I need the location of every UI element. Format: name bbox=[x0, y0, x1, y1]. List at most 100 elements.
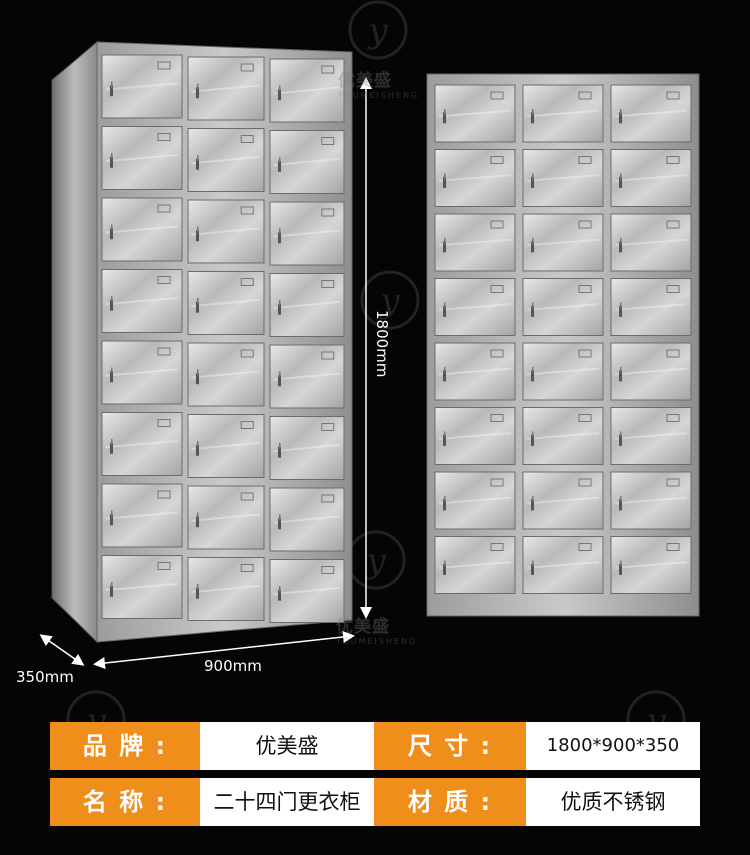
watermark-sub-text: YOUMEISHENG bbox=[338, 91, 420, 100]
number-tag-icon bbox=[578, 156, 592, 164]
lock-icon bbox=[531, 112, 534, 124]
locker-door bbox=[101, 555, 183, 619]
key-icon bbox=[279, 299, 281, 306]
door-sheen bbox=[105, 153, 179, 163]
locker-door bbox=[434, 471, 516, 530]
lock-icon bbox=[110, 299, 113, 311]
key-icon bbox=[197, 83, 199, 90]
number-tag-icon bbox=[240, 421, 254, 429]
lock-icon bbox=[443, 241, 446, 253]
door-sheen bbox=[105, 439, 179, 449]
door-sheen bbox=[438, 109, 512, 118]
lock-icon bbox=[443, 370, 446, 382]
lock-icon bbox=[278, 446, 281, 458]
key-icon bbox=[197, 440, 199, 447]
key-icon bbox=[444, 366, 446, 373]
lock-icon bbox=[196, 158, 199, 170]
key-icon bbox=[620, 302, 622, 309]
door-sheen bbox=[105, 582, 179, 592]
locker-door bbox=[101, 54, 183, 119]
key-icon bbox=[279, 442, 281, 449]
lock-icon bbox=[619, 434, 622, 446]
locker-door bbox=[434, 278, 516, 336]
lock-icon bbox=[619, 563, 622, 575]
lock-icon bbox=[443, 563, 446, 575]
locker-door bbox=[522, 84, 604, 143]
key-icon bbox=[532, 302, 534, 309]
key-icon bbox=[444, 431, 446, 438]
lock-icon bbox=[278, 160, 281, 172]
lock-icon bbox=[531, 434, 534, 446]
number-tag-icon bbox=[666, 543, 680, 551]
lock-icon bbox=[531, 499, 534, 511]
y-circle-logo-icon bbox=[348, 0, 408, 60]
door-sheen bbox=[438, 561, 512, 569]
key-icon bbox=[532, 431, 534, 438]
locker-door bbox=[269, 344, 345, 409]
door-sheen bbox=[273, 443, 341, 453]
locker-door bbox=[434, 536, 516, 594]
number-tag-icon bbox=[578, 543, 592, 551]
locker-door bbox=[187, 128, 265, 192]
lock-icon bbox=[110, 371, 113, 383]
key-icon bbox=[620, 237, 622, 244]
key-icon bbox=[532, 366, 534, 373]
number-tag-icon bbox=[490, 543, 504, 551]
door-sheen bbox=[614, 367, 688, 376]
door-sheen bbox=[105, 82, 179, 91]
locker-door bbox=[434, 407, 516, 465]
locker-door bbox=[522, 278, 604, 336]
y-glyph-icon: y bbox=[366, 11, 388, 51]
number-tag-icon bbox=[666, 91, 680, 100]
locker-door bbox=[187, 56, 265, 121]
key-icon bbox=[279, 156, 281, 163]
height-label: 1800mm bbox=[373, 310, 391, 378]
material-label: 材 质 : bbox=[374, 778, 526, 826]
key-icon bbox=[111, 224, 113, 231]
door-sheen bbox=[526, 303, 600, 311]
depth-label: 350mm bbox=[16, 668, 74, 686]
lock-icon bbox=[110, 442, 113, 454]
locker-door bbox=[610, 213, 692, 272]
watermark-brand-1: 优美盛 YOUMEISHENG bbox=[338, 66, 419, 100]
number-tag-icon bbox=[666, 156, 680, 164]
key-icon bbox=[279, 514, 281, 521]
door-sheen bbox=[191, 227, 261, 236]
door-sheen bbox=[614, 496, 688, 505]
lock-icon bbox=[196, 301, 199, 313]
lock-icon bbox=[443, 305, 446, 317]
door-sheen bbox=[438, 432, 512, 440]
locker-door bbox=[434, 213, 516, 272]
lock-icon bbox=[196, 87, 199, 99]
watermark-brand-text: 优美盛 bbox=[338, 71, 392, 91]
key-icon bbox=[111, 152, 113, 159]
key-icon bbox=[197, 226, 199, 233]
door-sheen bbox=[614, 303, 688, 311]
key-icon bbox=[532, 173, 534, 180]
number-tag-icon bbox=[157, 204, 171, 213]
key-icon bbox=[444, 495, 446, 502]
locker-door bbox=[434, 84, 516, 143]
number-tag-icon bbox=[321, 494, 335, 503]
door-sheen bbox=[191, 84, 261, 93]
door-sheen bbox=[614, 561, 688, 569]
watermark-brand-2: 优美盛 YOUMEISHENG bbox=[336, 612, 417, 646]
number-tag-icon bbox=[578, 91, 592, 100]
lock-icon bbox=[110, 228, 113, 240]
locker-door bbox=[187, 414, 265, 478]
door-sheen bbox=[191, 370, 261, 379]
lock-icon bbox=[619, 499, 622, 511]
key-icon bbox=[111, 81, 113, 88]
door-sheen bbox=[526, 432, 600, 440]
spec-row: 名 称 : 二十四门更衣柜 材 质 : 优质不锈钢 bbox=[50, 778, 700, 826]
key-icon bbox=[111, 510, 113, 517]
key-icon bbox=[197, 369, 199, 376]
dimension-lines bbox=[39, 77, 372, 669]
size-value: 1800*900*350 bbox=[526, 722, 700, 770]
door-sheen bbox=[273, 229, 341, 238]
locker-door bbox=[522, 149, 604, 207]
number-tag-icon bbox=[666, 478, 680, 487]
door-sheen bbox=[526, 367, 600, 376]
spec-table: 品 牌 : 优美盛 尺 寸 : 1800*900*350 名 称 : 二十四门更… bbox=[50, 722, 700, 826]
lock-icon bbox=[196, 373, 199, 385]
